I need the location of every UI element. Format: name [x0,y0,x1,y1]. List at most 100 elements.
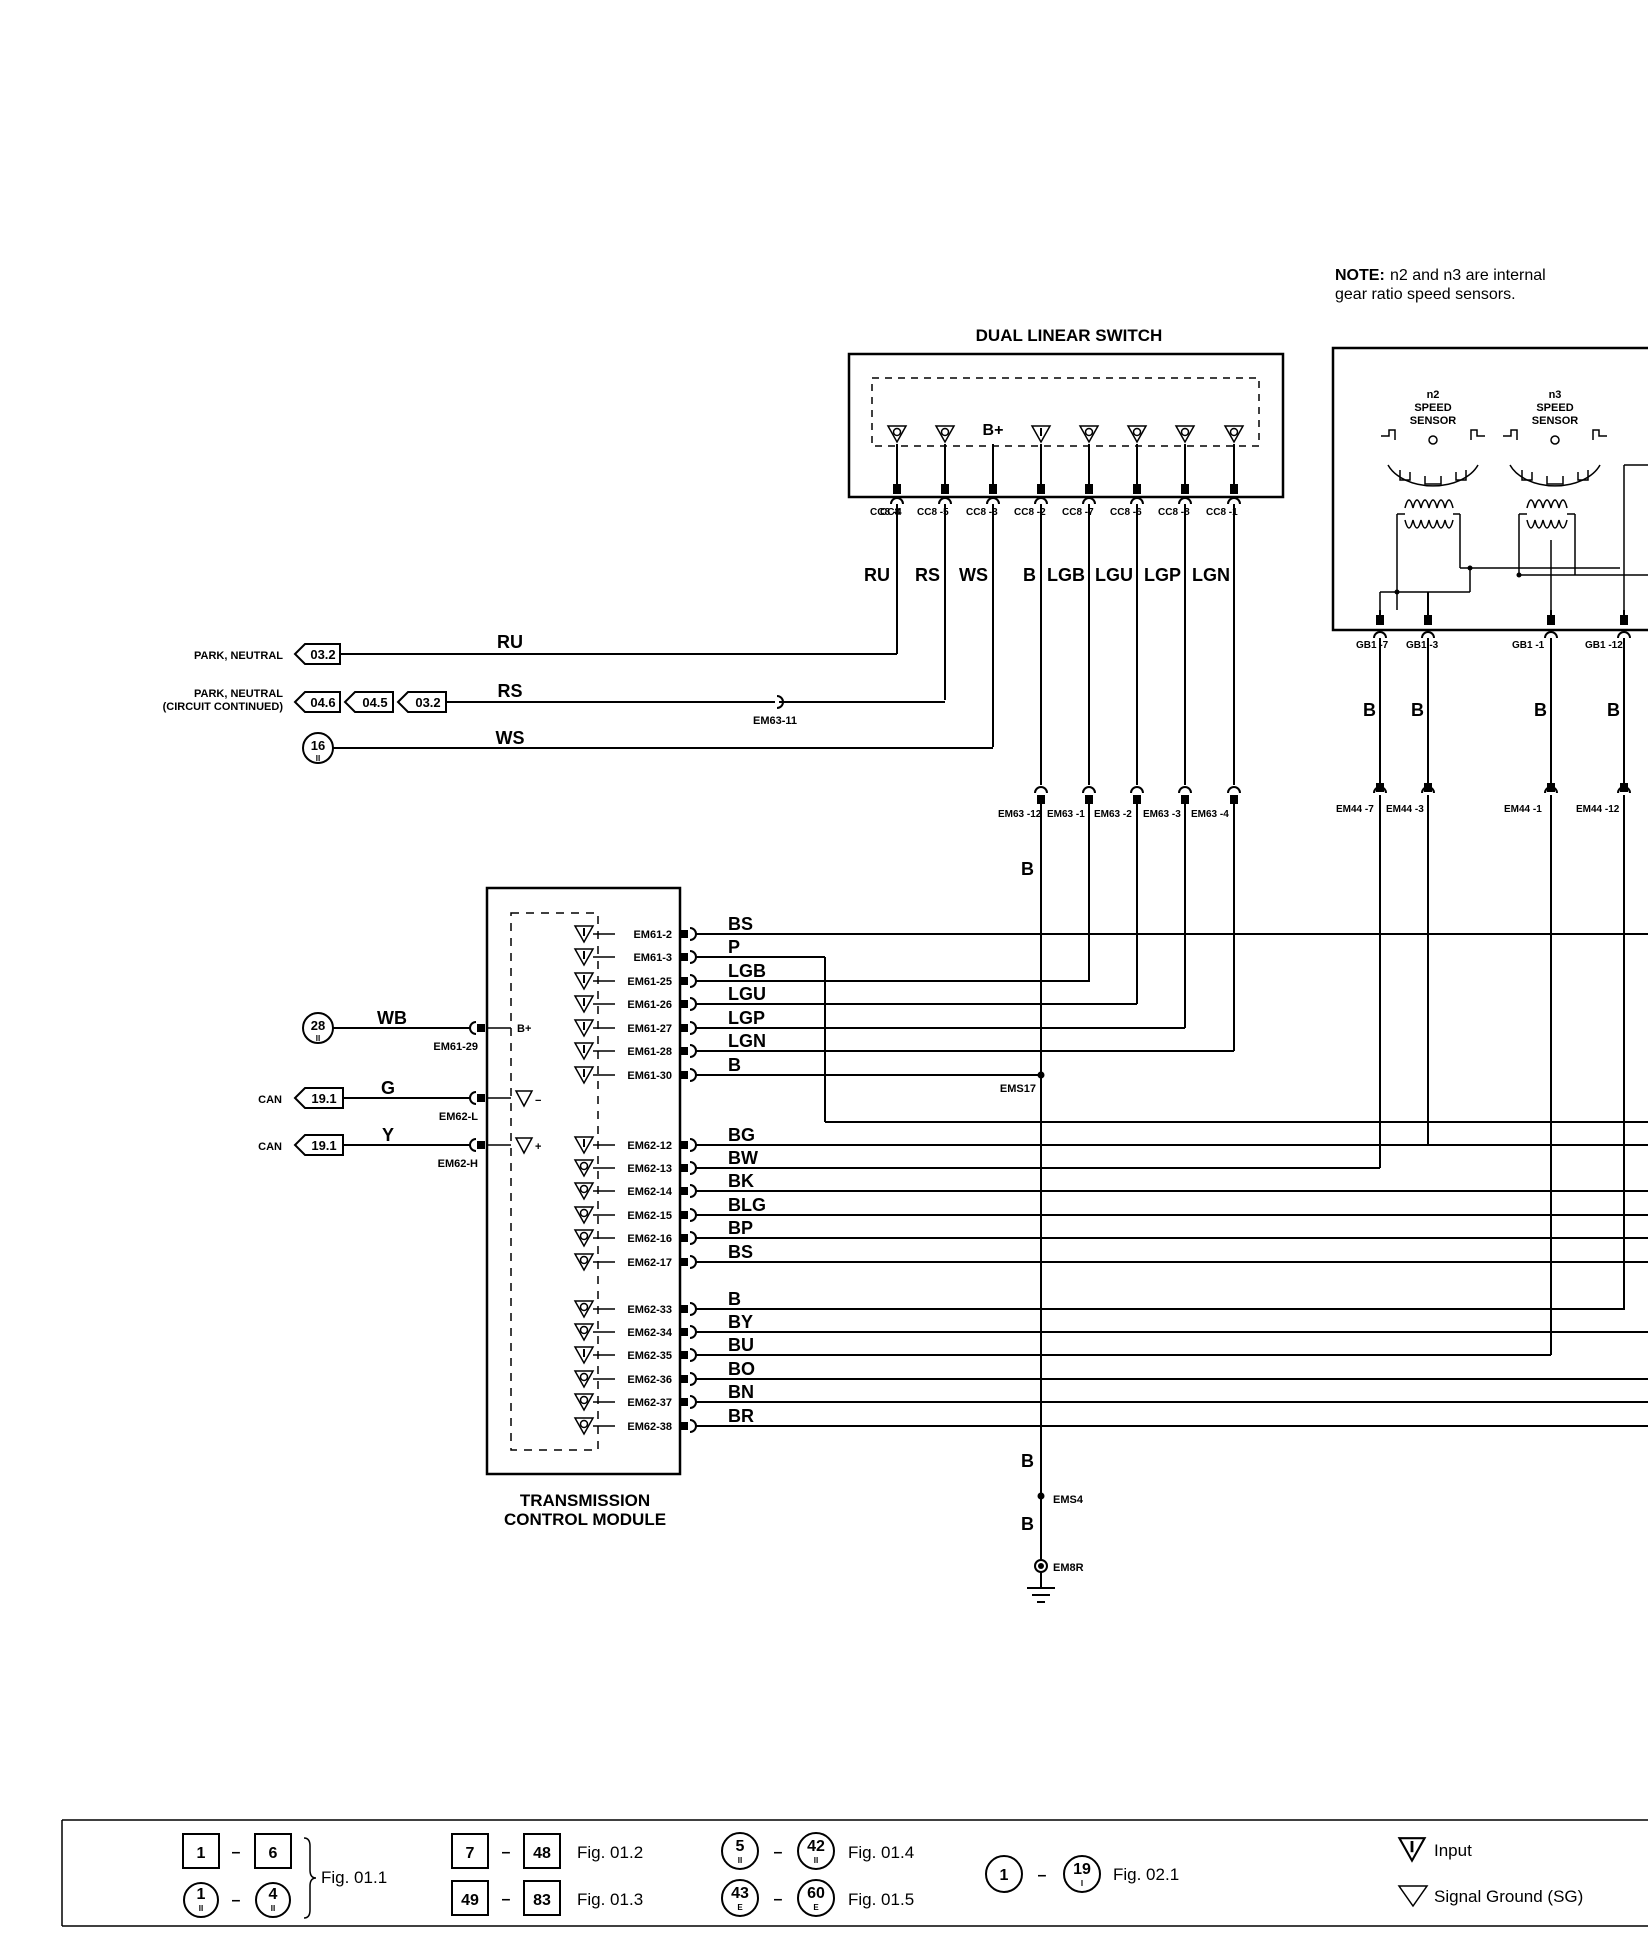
svg-text:LGN: LGN [1192,565,1230,585]
tcm-wire-label: BS [728,914,753,934]
svg-text:EM61-29: EM61-29 [433,1041,478,1053]
svg-text:1: 1 [197,1845,206,1862]
pin-symbol-icon [574,1346,594,1364]
svg-text:EM63 -4: EM63 -4 [1191,809,1229,820]
tcm-wire-label: BN [728,1382,754,1402]
n2-sensor [1381,429,1485,540]
svg-text:II: II [271,1904,275,1913]
pin-symbol-icon [574,1417,594,1435]
tcm-wire-label: LGN [728,1031,766,1051]
left-references: PARK, NEUTRAL PARK, NEUTRAL (CIRCUIT CON… [163,632,993,764]
tcm-pin-row: EM61-2BS [574,914,1648,943]
tcm-wire-label: BU [728,1335,754,1355]
tcm-wire-label: BP [728,1218,753,1238]
pin-symbol-icon [574,972,594,990]
svg-text:EM44 -3: EM44 -3 [1386,804,1424,815]
tcm-pin-row: EM62-17 BS [574,1242,1648,1271]
svg-text:gear ratio speed sensors.: gear ratio speed sensors. [1335,286,1516,303]
dls-pins: CC8 -4 CC8 -5 CC8 -3 CC8 -2 CC8 -7 CC8 -… [870,507,1238,518]
pin-symbol-icon [574,1206,594,1224]
pin-symbol-icon [574,1136,594,1154]
tcm-pin-label: EM61-30 [627,1070,672,1082]
tcm-wire-label: P [728,937,740,957]
svg-text:CC8 -2: CC8 -2 [1014,507,1046,518]
svg-text:TRANSMISSION: TRANSMISSION [520,1491,650,1510]
svg-text:B: B [1411,700,1424,720]
svg-text:GB1 -1: GB1 -1 [1512,640,1545,651]
svg-text:Signal Ground (SG): Signal Ground (SG) [1434,1887,1583,1906]
tcm-pin-label: EM61-25 [627,976,672,988]
svg-text:Fig. 01.1: Fig. 01.1 [321,1868,387,1887]
svg-text:CC8 -3: CC8 -3 [966,507,998,518]
svg-text:CC8 -7: CC8 -7 [1062,507,1094,518]
svg-text:–: – [502,1844,511,1861]
dls-wires [896,504,1235,785]
svg-text:GB1 -12: GB1 -12 [1585,640,1623,651]
tcm-pin-label: EM62-34 [627,1327,673,1339]
svg-text:03.2: 03.2 [415,695,440,710]
svg-text:Fig. 01.2: Fig. 01.2 [577,1843,643,1862]
svg-text:B+: B+ [517,1023,531,1035]
em63-connectors: EM63 -12 EM63 -1 EM63 -2 EM63 -3 EM63 -4… [998,786,1241,1560]
svg-text:SENSOR: SENSOR [1532,415,1579,427]
pin-symbol-icon [574,948,594,966]
pin-symbol-icon [574,1182,594,1200]
tcm-pins: EM61-2BSEM61-3PEM61-25LGBEM61-26LGUEM61-… [574,914,1648,1435]
tcm-pin-label: EM62-15 [627,1210,672,1222]
pin-symbol-icon [574,1253,594,1271]
svg-text:CAN: CAN [258,1094,282,1106]
pin-symbol-icon [574,1393,594,1411]
svg-text:43: 43 [731,1885,749,1902]
svg-text:II: II [316,1034,320,1043]
svg-text:I: I [1081,1879,1083,1888]
svg-text:–: – [232,1844,241,1861]
svg-text:RU: RU [497,632,523,652]
svg-text:II: II [199,1904,203,1913]
svg-text:n2 and n3 are internal: n2 and n3 are internal [1390,267,1546,284]
tcm-pin-label: EM62-14 [627,1186,673,1198]
svg-text:II: II [814,1856,818,1865]
svg-text:Fig. 01.4: Fig. 01.4 [848,1843,914,1862]
svg-text:CC8 -8: CC8 -8 [1158,507,1190,518]
svg-text:EM44 -12: EM44 -12 [1576,804,1620,815]
svg-text:EMS17: EMS17 [1000,1083,1036,1095]
svg-text:CONTROL MODULE: CONTROL MODULE [504,1510,666,1529]
svg-text:II: II [316,754,320,763]
svg-text:B: B [1363,700,1376,720]
svg-text:WS: WS [959,565,988,585]
tcm-pin-label: EM61-3 [633,952,672,964]
tcm-pin-label: EM62-37 [627,1397,672,1409]
tcm-wire-label: BS [728,1242,753,1262]
svg-text:B+: B+ [983,422,1004,439]
svg-text:EM62-L: EM62-L [439,1111,478,1123]
tcm-wire-label: LGU [728,984,766,1004]
tcm-pin-row: EM62-14 BK [574,1171,1648,1200]
svg-text:n2: n2 [1427,389,1440,401]
tcm-wire-label: BW [728,1148,758,1168]
tcm-pin-label: EM62-38 [627,1421,672,1433]
transmission-control-module: TRANSMISSION CONTROL MODULE B+ − + [485,886,682,1529]
svg-text:CC8 -5: CC8 -5 [917,507,949,518]
pin-symbol-icon [574,1323,594,1341]
svg-text:SPEED: SPEED [1414,402,1451,414]
tcm-wire-label: BK [728,1171,754,1191]
svg-text:NOTE:: NOTE: [1335,267,1385,284]
tcm-pin-label: EM62-36 [627,1374,672,1386]
svg-text:5: 5 [736,1838,745,1855]
svg-text:RS: RS [497,681,522,701]
svg-text:G: G [381,1078,395,1098]
tcm-pin-row: EM62-33B [574,1289,1624,1318]
tcm-pin-label: EM62-17 [627,1257,672,1269]
svg-text:GB1 -7: GB1 -7 [1356,640,1389,651]
tcm-wire-label: BG [728,1125,755,1145]
svg-text:19.1: 19.1 [311,1091,336,1106]
tcm-pin-label: EM61-26 [627,999,672,1011]
pin-symbol-icon [574,925,594,943]
svg-text:48: 48 [533,1845,551,1862]
svg-text:EM63 -3: EM63 -3 [1143,809,1181,820]
svg-text:Fig. 02.1: Fig. 02.1 [1113,1865,1179,1884]
